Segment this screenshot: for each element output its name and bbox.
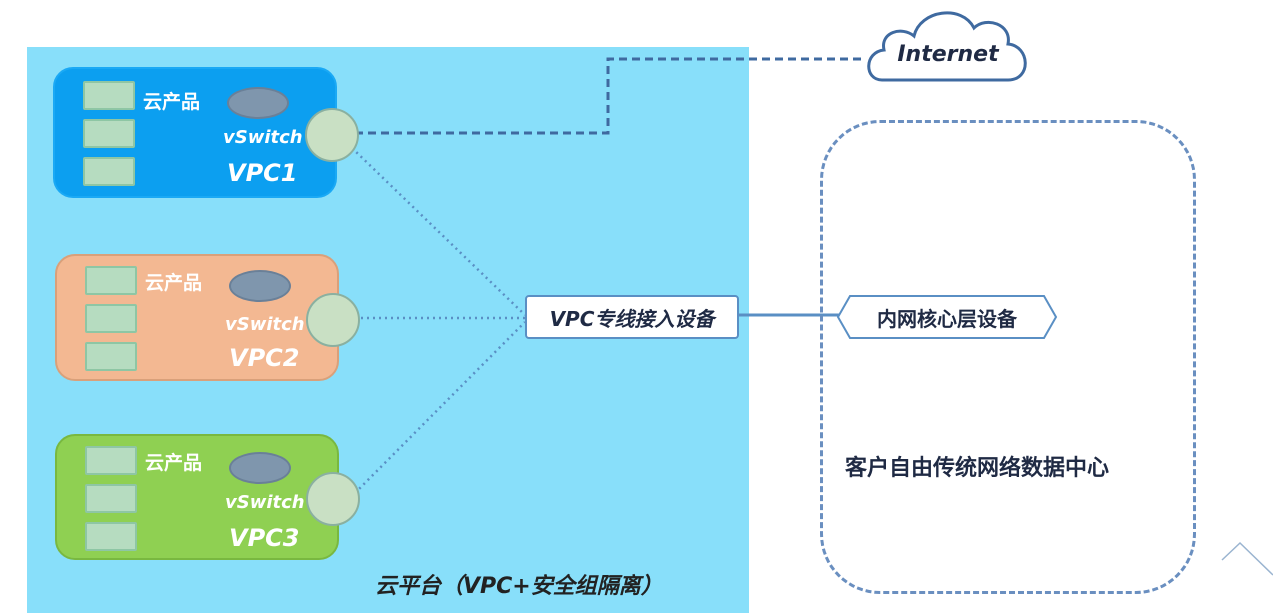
core-layer-device: 内网核心层设备 <box>836 294 1058 340</box>
product-box <box>83 81 135 110</box>
product-label: 云产品 <box>145 272 203 294</box>
product-label: 云产品 <box>143 91 201 113</box>
vpc3-link <box>354 321 526 494</box>
vpc-name: VPC1 <box>227 159 298 187</box>
vswitch-port-2 <box>306 293 360 347</box>
hexagon-shape <box>836 295 1058 339</box>
vpc1-box: 云产品 vSwitch VPC1 <box>53 67 337 198</box>
vswitch-port-1 <box>305 108 359 162</box>
router-ellipse <box>229 270 291 302</box>
customer-datacenter <box>820 120 1196 594</box>
product-box <box>83 119 135 148</box>
vswitch-port-3 <box>306 472 360 526</box>
core-device-label: 内网核心层设备 <box>877 306 1017 331</box>
datacenter-label: 客户自由传统网络数据中心 <box>845 456 1110 481</box>
vswitch-label: vSwitch <box>225 314 305 335</box>
vpc1-link <box>351 147 526 316</box>
router-ellipse <box>229 452 291 484</box>
product-box <box>85 304 137 333</box>
cloud-platform-label: 云平台（VPC+安全组隔离） <box>375 574 663 599</box>
product-box <box>85 342 137 371</box>
vpc-access-device: VPC专线接入设备 <box>525 295 739 339</box>
product-box <box>85 446 137 475</box>
internet-cloud: Internet <box>862 2 1034 92</box>
product-box <box>85 522 137 551</box>
vpc-name: VPC2 <box>229 344 300 372</box>
vpc2-box: 云产品 vSwitch VPC2 <box>55 254 339 381</box>
product-box <box>85 484 137 513</box>
vswitch-label: vSwitch <box>225 492 305 513</box>
vpc-name: VPC3 <box>229 524 300 552</box>
product-box <box>85 266 137 295</box>
corner-mark <box>1221 541 1273 576</box>
internet-label: Internet <box>897 42 999 67</box>
vswitch-label: vSwitch <box>223 127 303 148</box>
product-label: 云产品 <box>145 452 203 474</box>
cloud-icon <box>867 11 1027 82</box>
vpc3-box: 云产品 vSwitch VPC3 <box>55 434 339 560</box>
router-ellipse <box>227 87 289 119</box>
internet-link <box>355 57 866 135</box>
product-box <box>83 157 135 186</box>
